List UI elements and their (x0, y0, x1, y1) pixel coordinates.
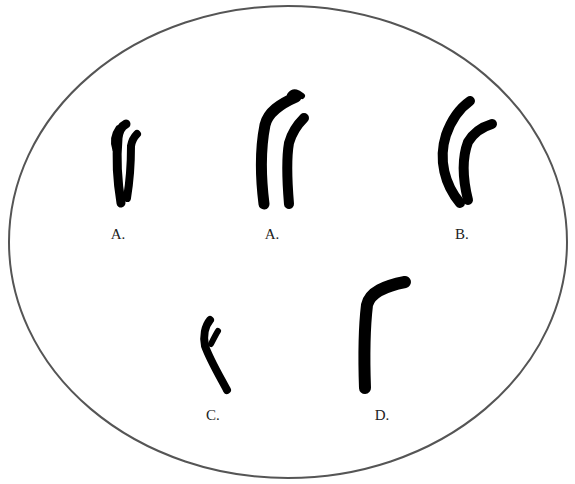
chromosome-c (204, 320, 227, 390)
chromosome-b (443, 101, 492, 203)
chromosome-a-large (262, 92, 305, 204)
chromosome-label: B. (455, 227, 469, 242)
cell-outline (9, 6, 567, 478)
chromosome-label: C. (206, 408, 220, 423)
chromosome-a-small (113, 124, 137, 203)
chromosome-label: D. (375, 408, 390, 423)
chromosome-label: A. (111, 227, 126, 242)
chromosome-d (364, 282, 405, 388)
chromosome-label: A. (265, 227, 280, 242)
